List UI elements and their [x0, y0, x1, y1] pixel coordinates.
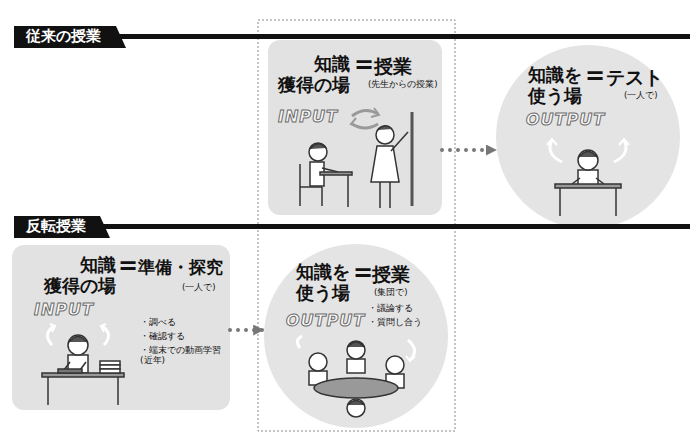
node-text: (集団で) — [374, 288, 408, 298]
node-text: = — [353, 260, 373, 288]
circle-shape — [496, 45, 680, 229]
group-discussion-figure — [309, 341, 404, 417]
node-text: = — [118, 253, 138, 281]
node-text: (一人で) — [624, 91, 658, 101]
node-text: INPUT — [34, 301, 94, 319]
output-arrows — [547, 139, 629, 162]
test-student-figure — [555, 150, 621, 216]
node-text: ・議論する — [368, 304, 413, 314]
header-rule — [102, 224, 690, 229]
circle-shape — [264, 244, 448, 428]
node-text: ・確認する — [140, 331, 185, 341]
node-text: = — [354, 52, 374, 80]
node-text: = — [585, 63, 605, 91]
output-circle: 知識を 使う場=テスト (一人で) OUTPUT — [496, 45, 680, 229]
node-text: ・質問し合う — [368, 318, 422, 328]
section-title: 反転授業 — [26, 218, 86, 235]
section-tab: 反転授業 — [14, 216, 110, 238]
tab-shape — [14, 26, 126, 48]
node-text: 知識 獲得の場 — [38, 255, 116, 296]
tab-shape — [14, 216, 110, 238]
node-text: 授業 — [374, 56, 412, 78]
node-text: 知識を 使う場 — [288, 262, 350, 303]
node-text: (先生からの授業) — [368, 80, 438, 90]
node-text: ・端末での動画学習 (近年) — [140, 345, 226, 366]
dotted-arrow — [442, 148, 497, 152]
node-text: 準備・探究 — [138, 258, 223, 278]
node-text: 知識を 使う場 — [520, 65, 582, 106]
node-text: (一人で) — [182, 283, 216, 293]
node-text: 知識 獲得の場 — [274, 54, 350, 95]
input-panel: 知識 獲得の場=準備・探究 (一人で) INPUT ・調べる・確認する・端末での動画学… — [12, 245, 230, 410]
self-study-figure — [42, 335, 124, 405]
exchange-arrows — [351, 108, 379, 128]
node-text: 授業 — [372, 264, 410, 286]
input-panel: 知識 獲得の場=授業 (先生からの授業) INPUT — [268, 40, 442, 215]
node-text: OUTPUT — [286, 312, 365, 330]
panel-shape — [12, 245, 230, 410]
panel-shape — [268, 40, 442, 215]
dotted-arrow — [230, 328, 264, 332]
node-text: INPUT — [278, 108, 338, 126]
section-tab: 従来の授業 — [14, 26, 126, 48]
node-text: OUTPUT — [526, 111, 605, 129]
input-arrows — [47, 324, 108, 345]
discussion-arrows — [297, 336, 415, 361]
node-text: ・調べる — [140, 317, 176, 327]
header-rule — [118, 34, 690, 39]
teacher-student-figure — [300, 112, 412, 208]
section-title: 従来の授業 — [26, 28, 101, 45]
node-text: テスト — [606, 67, 663, 89]
